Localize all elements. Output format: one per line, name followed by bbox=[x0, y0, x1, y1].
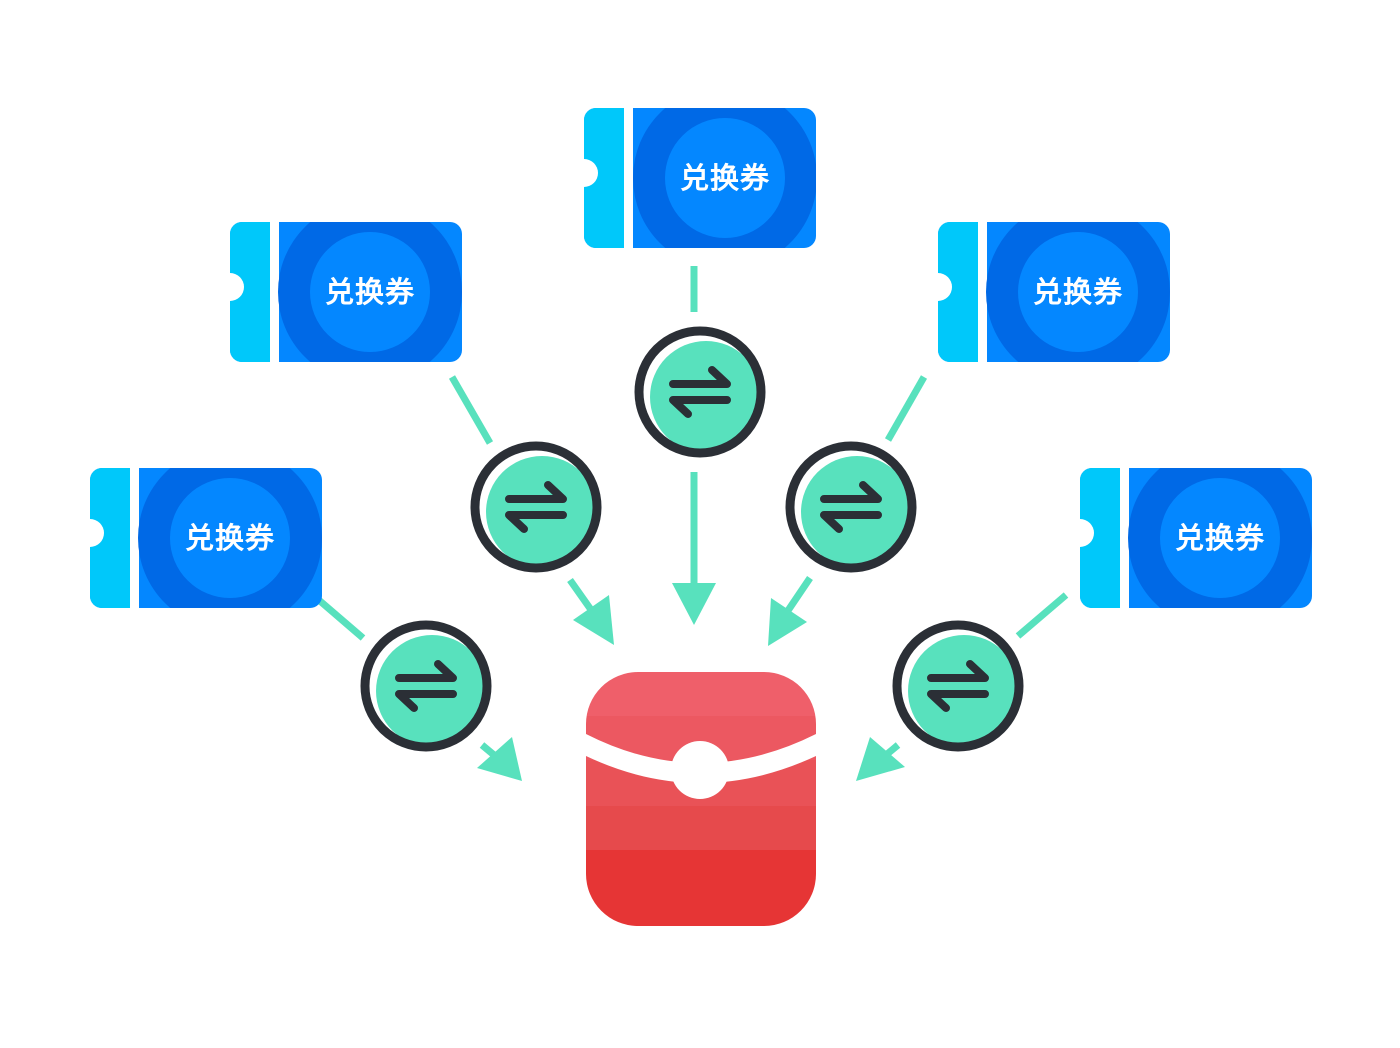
envelope-seal bbox=[671, 741, 729, 799]
coupon-left-label: 兑换券 bbox=[185, 521, 275, 555]
exchange-arrows-icon bbox=[360, 620, 492, 752]
coupon-right-notch bbox=[1066, 519, 1094, 547]
exchange-arrows-icon bbox=[634, 326, 766, 458]
coupon-left bbox=[90, 468, 322, 608]
coupon-top-notch bbox=[570, 159, 598, 187]
arrow-lower-left bbox=[310, 592, 522, 781]
red-envelope-icon bbox=[586, 672, 816, 926]
coupon-upper-right-notch bbox=[924, 273, 952, 301]
coupon-upper-left-label: 兑换券 bbox=[325, 275, 415, 309]
exchange-arrows-icon bbox=[470, 441, 602, 573]
coupon-left-notch bbox=[76, 519, 104, 547]
exchange-arrows-icon bbox=[892, 620, 1024, 752]
coupon-upper-right-label: 兑换券 bbox=[1033, 275, 1123, 309]
coupon-top bbox=[584, 108, 816, 248]
arrow-top bbox=[672, 266, 716, 625]
coupon-right-label: 兑换券 bbox=[1175, 521, 1265, 555]
connector-arrows bbox=[310, 266, 1069, 781]
arrow-upper-right bbox=[768, 375, 928, 646]
coupon-top-label: 兑换券 bbox=[680, 161, 770, 195]
exchange-arrows-icon bbox=[785, 441, 917, 573]
arrow-upper-left bbox=[448, 375, 614, 645]
coupon-upper-left-notch bbox=[216, 273, 244, 301]
arrow-lower-right bbox=[856, 592, 1069, 781]
coupon-right bbox=[1080, 468, 1312, 608]
coupon-upper-right bbox=[938, 222, 1170, 362]
